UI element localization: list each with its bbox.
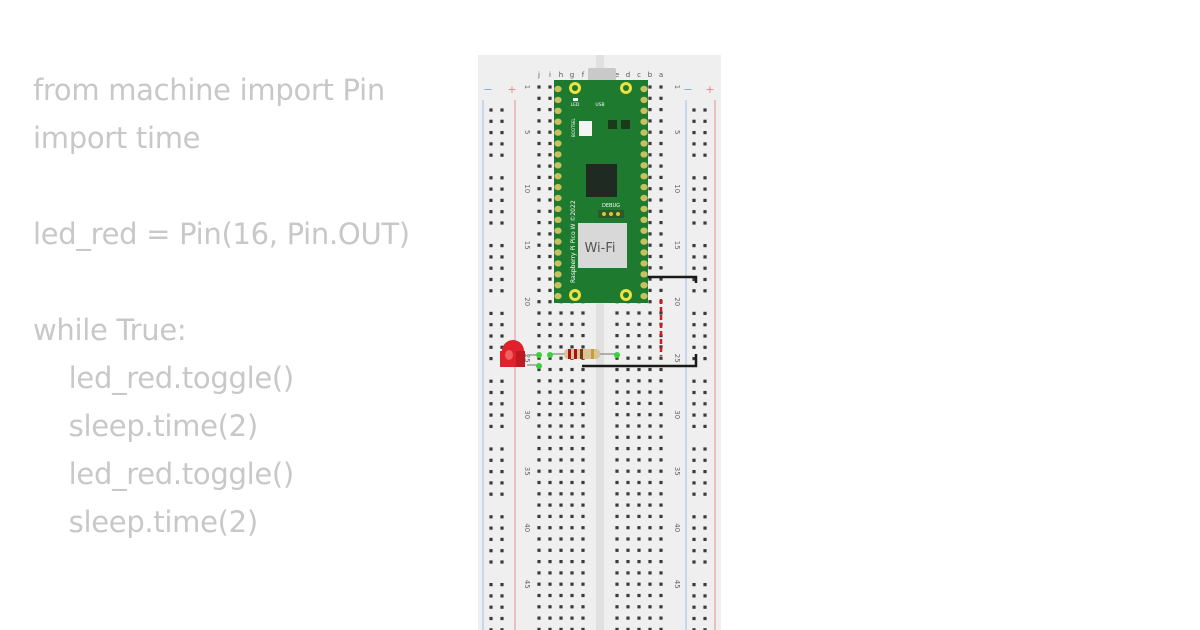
row-label: 30 (673, 410, 681, 419)
row-label: 40 (523, 523, 531, 532)
rail-plus-right: + (705, 83, 714, 96)
code-line: sleep.time(2) (33, 505, 258, 539)
code-line: sleep.time(2) (33, 409, 258, 443)
row-label: 5 (523, 130, 531, 134)
row-label: 35 (523, 467, 531, 476)
row-label: 45 (673, 580, 681, 589)
code-line: while True: (33, 313, 187, 347)
code-line (33, 162, 410, 210)
code-line: led_red.toggle() (33, 361, 295, 395)
col-letter-j: j (537, 71, 540, 79)
row-label: 25 (523, 354, 531, 363)
resistor[interactable] (547, 349, 620, 359)
row-label: 15 (673, 241, 681, 250)
wifi-label: Wi-Fi (584, 241, 615, 256)
wifi-module (578, 223, 627, 268)
col-letter-e: e (615, 71, 619, 79)
bootsel-button[interactable] (579, 121, 592, 136)
rail-minus-right: − (683, 83, 692, 96)
raspberry-pi-pico-w[interactable]: LED USB BOOTSEL Raspberry Pi Pico W ©202… (554, 68, 648, 303)
row-label: 20 (523, 297, 531, 306)
row-label: 10 (673, 184, 681, 193)
code-line: led_red = Pin(16, Pin.OUT) (33, 217, 410, 251)
row-label: 1 (523, 85, 531, 89)
led-label: LED (571, 102, 580, 108)
col-letter-g: g (570, 71, 574, 79)
debug-label: DEBUG (602, 203, 620, 209)
row-label: 35 (673, 467, 681, 476)
row-label: 25 (673, 354, 681, 363)
chip-small-1 (608, 120, 617, 129)
row-label: 40 (673, 523, 681, 532)
code-line: led_red.toggle() (33, 457, 295, 491)
red-led[interactable] (500, 340, 542, 369)
board-name-label: Raspberry Pi Pico W ©2022 (570, 200, 577, 283)
col-letter-d: d (626, 71, 630, 79)
row-label: 30 (523, 410, 531, 419)
black-wire-bottom[interactable] (582, 354, 698, 368)
row-label: 5 (673, 130, 681, 134)
code-editor: from machine import Pin import time led_re… (33, 66, 410, 546)
col-letter-b: b (648, 71, 653, 79)
row-label: 15 (523, 241, 531, 250)
col-letter-h: h (559, 71, 563, 79)
rail-minus-left: − (483, 83, 492, 96)
black-wire-top[interactable] (648, 275, 698, 283)
col-letter-i: i (549, 71, 551, 79)
bootsel-label: BOOTSEL (571, 118, 576, 137)
pico-pads (554, 85, 648, 300)
usb-label: USB (595, 102, 604, 108)
row-label: 1 (673, 85, 681, 89)
row-label: 10 (523, 184, 531, 193)
rp2040-chip (586, 164, 617, 197)
center-channel (596, 55, 604, 630)
row-label: 45 (523, 580, 531, 589)
row-label: 20 (673, 297, 681, 306)
code-line: from machine import Pin (33, 73, 385, 107)
code-line: import time (33, 121, 201, 155)
col-letter-a: a (659, 71, 663, 79)
col-letter-f: f (582, 71, 585, 79)
rail-plus-left: + (507, 83, 516, 96)
led-indicator (573, 98, 578, 101)
chip-small-2 (621, 120, 630, 129)
col-letter-c: c (637, 71, 641, 79)
code-line (33, 258, 410, 306)
